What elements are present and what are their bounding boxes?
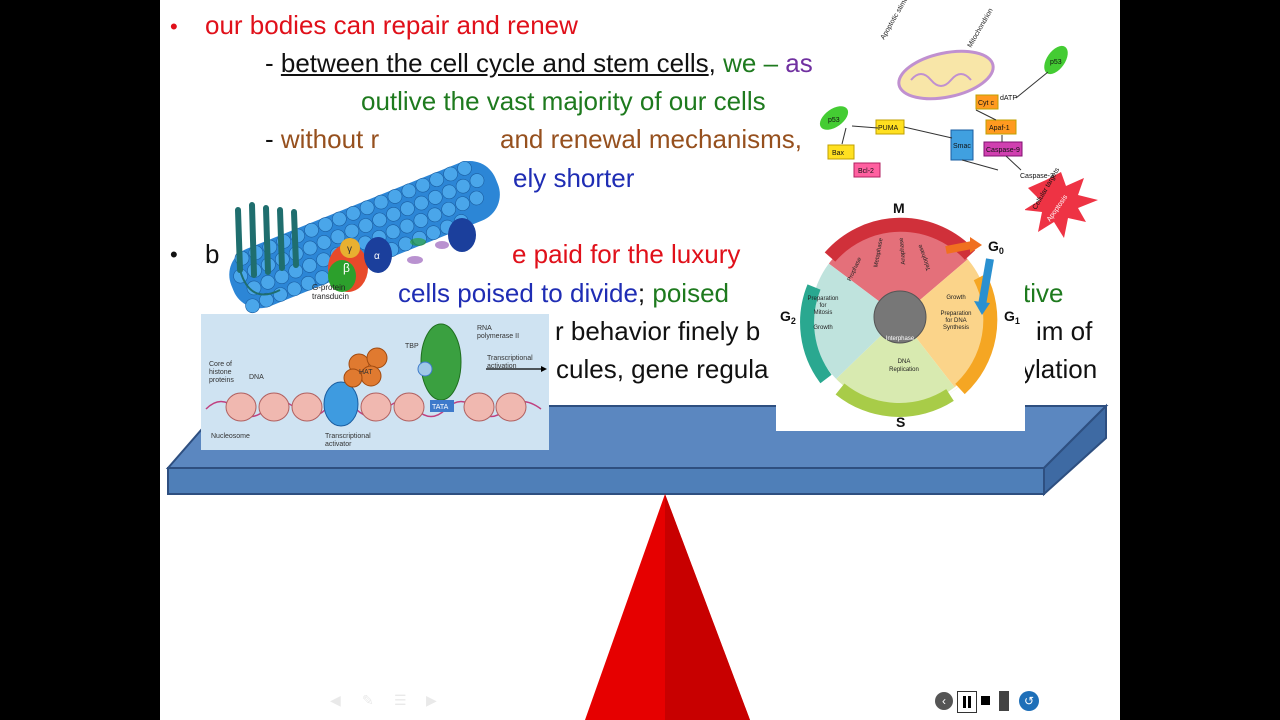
- cell-cycle-figure: M G0 G1 G2 S Prophase Metaphase Anaphase…: [776, 195, 1025, 431]
- prep-mitosis-2: for: [819, 303, 826, 309]
- bullet-dot-2: •: [170, 242, 178, 267]
- phase-s-label: S: [896, 414, 905, 430]
- player-toolbar: ‹ ↺: [935, 688, 1045, 714]
- text-line-2: - between the cell cycle and stem cells,…: [265, 48, 813, 78]
- activator-label-2: activator: [325, 441, 352, 448]
- phase-m-label: M: [893, 200, 905, 216]
- smac-label: Smac: [953, 143, 971, 150]
- proteins-label: proteins: [209, 377, 234, 384]
- activator-label-1: Transcriptional: [325, 433, 371, 440]
- dna-label: DNA: [249, 374, 264, 381]
- alpha-label: α: [374, 251, 380, 262]
- phase-g1-label: G1: [1004, 308, 1020, 326]
- bullet-dot: •: [170, 14, 178, 39]
- text-line-9: cules, gene regula: [556, 354, 769, 384]
- prev-arrow-icon[interactable]: ◀: [330, 692, 341, 708]
- gamma-label: γ: [347, 244, 352, 255]
- gprotein-label: G-protein: [312, 283, 345, 292]
- text-line-6a: b: [205, 239, 220, 269]
- hat-label: HAT: [359, 369, 373, 376]
- puma-label: PUMA: [878, 125, 899, 132]
- tata-label: TATA: [432, 404, 449, 411]
- text-line-6: e paid for the luxury: [512, 239, 741, 269]
- player-logo-icon[interactable]: ↺: [1019, 691, 1039, 711]
- chromatin-figure: Core of histone proteins DNA HAT TBP RNA…: [201, 314, 549, 450]
- gprotein-figure: β γ α G-protein transducin: [229, 160, 500, 314]
- menu-icon[interactable]: ☰: [394, 692, 407, 708]
- pause-icon[interactable]: [957, 691, 977, 713]
- growth-right-label: Growth: [946, 295, 965, 301]
- p53-right-label: p53: [1050, 59, 1062, 66]
- core-label: Core of: [209, 361, 232, 368]
- transducin-label: transducin: [312, 292, 349, 301]
- text-line-4b: and renewal mechanisms,: [500, 124, 803, 154]
- dna-rep-2: Replication: [889, 367, 919, 373]
- text-line-4: - without r: [265, 124, 380, 154]
- prep-dna-3: Synthesis: [943, 325, 969, 331]
- bax-label: Bax: [832, 150, 845, 157]
- back-icon[interactable]: ‹: [935, 692, 953, 710]
- text-line-8-end: im of: [1036, 316, 1093, 346]
- nucleosome-label: Nucleosome: [211, 433, 250, 440]
- phase-g2-label: G2: [780, 308, 796, 326]
- text-line-1: our bodies can repair and renew: [205, 10, 578, 40]
- text-line-7-end: tive: [1023, 278, 1064, 308]
- text-line-8: r behavior finely b: [555, 316, 761, 346]
- growth-left-label: Growth: [813, 325, 832, 331]
- caspase9-label: Caspase-9: [986, 147, 1020, 154]
- text-line-9-end: ylation: [1022, 354, 1098, 384]
- p53-left-label: p53: [828, 117, 840, 124]
- datp-label: dATP: [1000, 95, 1017, 102]
- next-arrow-icon[interactable]: ▶: [426, 692, 437, 708]
- prep-mitosis-3: Mitosis: [814, 310, 833, 316]
- pen-icon[interactable]: ✎: [362, 692, 374, 708]
- prep-dna-1: Preparation: [940, 311, 971, 317]
- text-line-7: cells poised to divide; poised: [398, 278, 729, 308]
- text-line-5: ely shorter: [513, 163, 635, 193]
- prep-dna-2: for DNA: [945, 318, 966, 324]
- trans-label-2: activation: [487, 363, 517, 370]
- interphase-label: Interphase: [886, 336, 915, 342]
- rna-label-1: RNA: [477, 325, 492, 332]
- text-line-3: outlive the vast majority of our cells: [361, 86, 766, 116]
- slideshow-ghost-controls: ◀ ✎ ☰ ▶: [330, 690, 450, 712]
- stop-icon[interactable]: [981, 696, 990, 705]
- anaphase-label: Anaphase: [899, 237, 907, 265]
- bcl2-label: Bcl-2: [858, 168, 874, 175]
- trans-label-1: Transcriptional: [487, 355, 533, 362]
- beta-label: β: [343, 261, 350, 275]
- prep-mitosis-1: Preparation: [807, 296, 838, 302]
- metaphase-label: Metaphase: [873, 237, 884, 268]
- bar-icon[interactable]: [999, 691, 1009, 711]
- cytc-label: Cyt c: [978, 100, 994, 107]
- rna-label-2: polymerase II: [477, 333, 519, 340]
- dna-rep-1: DNA: [898, 359, 911, 365]
- histone-label: histone: [209, 369, 232, 376]
- phase-g0-label: G0: [988, 238, 1004, 256]
- apaf-label: Apaf-1: [989, 125, 1010, 132]
- tbp-label: TBP: [405, 343, 419, 350]
- slide: • our bodies can repair and renew - betw…: [160, 0, 1120, 720]
- caspase3-label: Caspase-3: [1020, 173, 1054, 180]
